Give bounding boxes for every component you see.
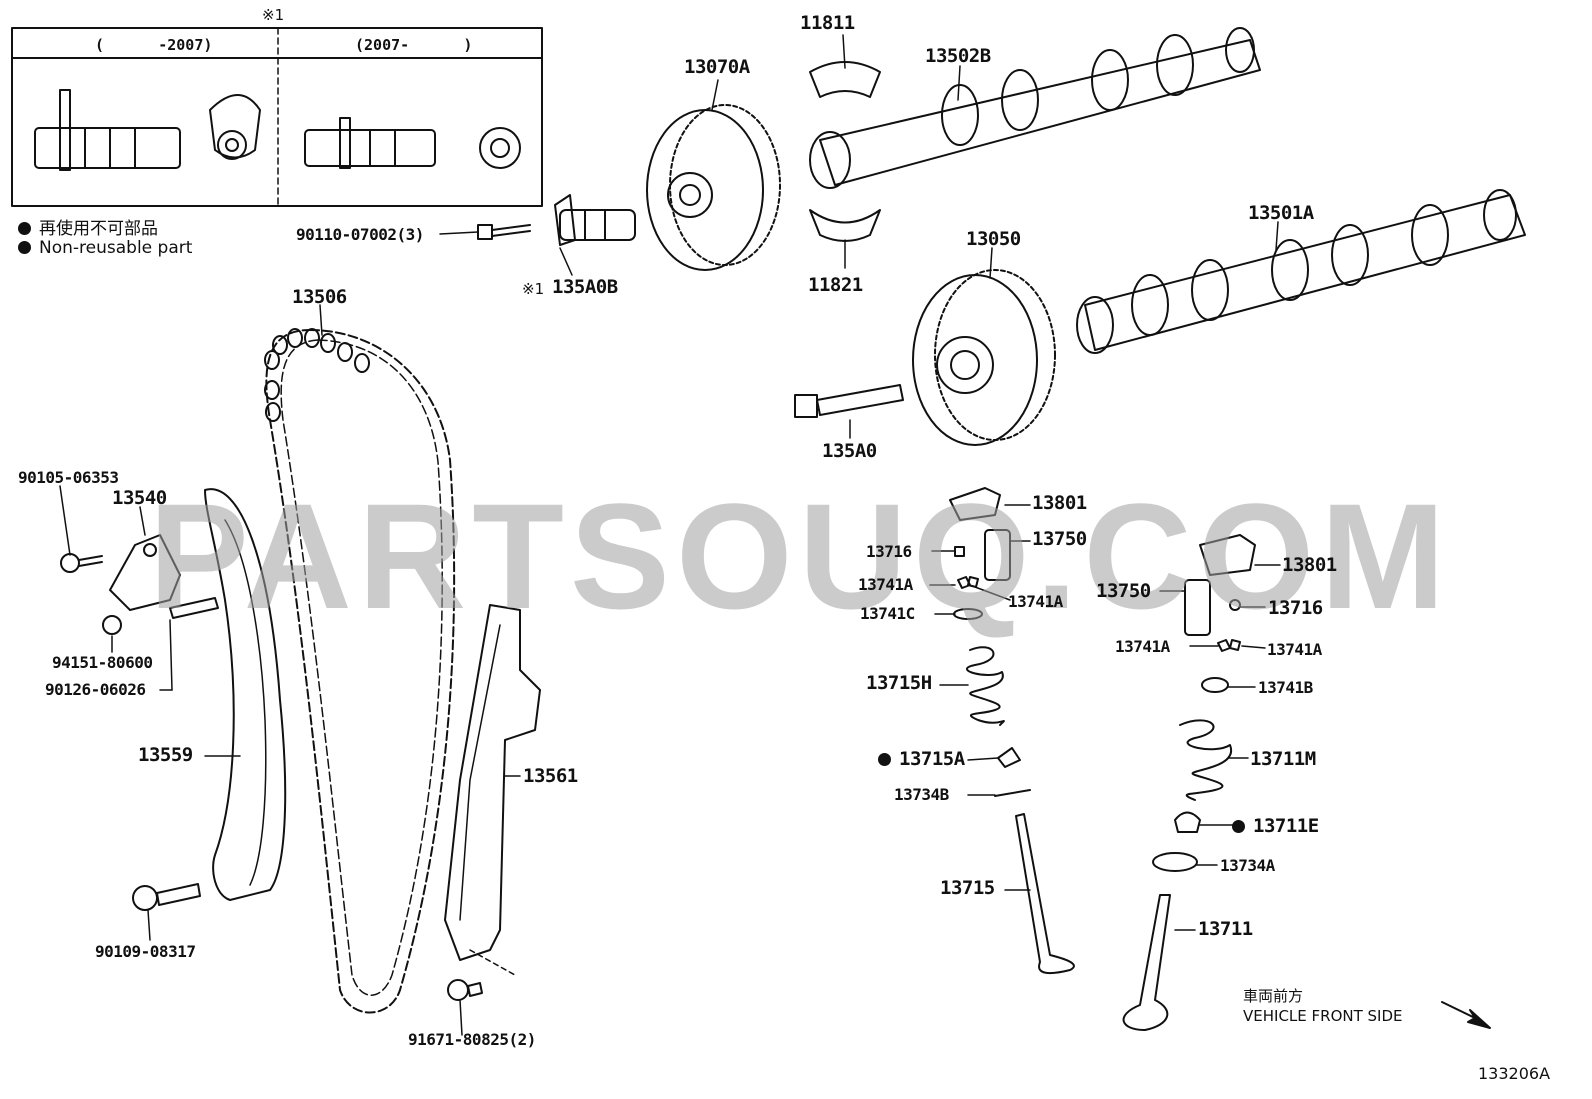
part-label-13711: 13711: [1198, 918, 1253, 940]
part-label-13741B: 13741B: [1258, 678, 1313, 697]
inset-box: [11, 27, 543, 207]
part-label-13715A: 13715A: [878, 748, 965, 770]
part-label-13711E: 13711E: [1232, 815, 1319, 837]
part-label-13734B: 13734B: [894, 785, 949, 804]
front-direction-arrow-icon: [1441, 1001, 1491, 1029]
part-label-90126: 90126-06026: [45, 680, 146, 699]
chain-links-icon: [264, 328, 370, 422]
lash-adjuster-13750-left-icon: [984, 529, 1011, 581]
non-reusable-dot-icon: [18, 222, 31, 235]
retainer-13741C-icon: [953, 608, 983, 620]
part-label-13070A: 13070A: [684, 56, 750, 78]
valve-spring-13715H-icon: [966, 646, 1005, 726]
bearing-11821-icon: [809, 209, 881, 242]
legend-english-text: Non-reusable part: [39, 238, 193, 258]
valve-seal-13711E-icon: [1174, 811, 1201, 833]
part-label-13050: 13050: [966, 228, 1021, 250]
leader-lines: [59, 34, 1281, 1036]
part-label-13559: 13559: [138, 744, 193, 766]
bearing-11811-icon: [809, 61, 881, 98]
part-label-13741A-3: 13741A: [1115, 637, 1170, 656]
bolt-91671-icon: [447, 979, 483, 1001]
camshaft-13502B-icon: [809, 27, 1261, 189]
part-label-90110: 90110-07002(3): [296, 225, 424, 244]
valve-13711-icon: [1122, 894, 1171, 1031]
oil-control-valve-135A0B-icon: [554, 194, 636, 246]
nut-94151-icon: [102, 615, 122, 635]
non-reusable-dot-icon: [1232, 820, 1245, 833]
chain-slipper-13559-icon: [204, 488, 287, 901]
non-reusable-dot-icon: [878, 753, 891, 766]
part-label-13716-right: 13716: [1268, 597, 1323, 619]
part-label-13711M: 13711M: [1250, 748, 1316, 770]
part-label-13715A-text: 13715A: [899, 748, 965, 770]
inset-right-header: (2007- ): [355, 36, 473, 54]
part-label-90109: 90109-08317: [95, 942, 196, 961]
figure-id: 133206A: [1478, 1064, 1551, 1083]
timing-gear-13050-icon: [912, 269, 1056, 446]
legend-japanese-text: 再使用不可部品: [39, 219, 158, 239]
retainer-13741B-icon: [1201, 677, 1229, 693]
part-label-91671: 91671-80825(2): [408, 1030, 536, 1049]
part-label-11821: 11821: [808, 274, 863, 296]
legend-english: Non-reusable part: [18, 238, 192, 258]
part-label-13750-right: 13750: [1096, 580, 1151, 602]
non-reusable-dot-icon: [18, 241, 31, 254]
part-label-11811: 11811: [800, 12, 855, 34]
part-label-13711E-text: 13711E: [1253, 815, 1319, 837]
valve-stem-cap-13716-right-icon: [1229, 599, 1241, 611]
bolt-135A0-icon: [794, 384, 904, 418]
part-label-13734A: 13734A: [1220, 856, 1275, 875]
bolt-90105-icon: [60, 553, 103, 573]
rocker-arm-13801-right-icon: [1199, 534, 1256, 576]
lash-adjuster-13750-right-icon: [1184, 579, 1211, 636]
timing-chain-13506-icon: [265, 329, 456, 1014]
part-label-13506: 13506: [292, 286, 347, 308]
timing-gear-13070A-icon: [646, 104, 781, 271]
part-label-135A0B: 135A0B: [552, 276, 618, 298]
valve-spring-13711M-icon: [1179, 719, 1233, 801]
part-label-13540: 13540: [112, 487, 167, 509]
ocv-valve-old-icon: [34, 89, 261, 171]
part-label-135A0: 135A0: [822, 440, 877, 462]
valve-13715-icon: [1015, 813, 1075, 975]
part-label-94151: 94151-80600: [52, 653, 153, 672]
part-label-13741A-1: 13741A: [858, 575, 913, 594]
stud-90126-icon: [169, 597, 219, 619]
bolt-90110-icon: [477, 224, 531, 240]
part-label-13501A: 13501A: [1248, 202, 1314, 224]
part-mark-135A0B: ※1: [522, 280, 545, 298]
direction-japanese: 車両前方: [1243, 987, 1304, 1005]
part-label-13741A-2: 13741A: [1008, 592, 1063, 611]
part-label-13502B: 13502B: [925, 45, 991, 67]
part-label-13801-right: 13801: [1282, 554, 1337, 576]
direction-english: VEHICLE FRONT SIDE: [1243, 1007, 1403, 1025]
ocv-valve-new-icon: [304, 117, 521, 169]
inset-note-mark: ※1: [262, 6, 285, 24]
part-label-13801-left: 13801: [1032, 492, 1087, 514]
part-label-13716-left: 13716: [866, 542, 912, 561]
valve-stem-cap-13716-left-icon: [954, 546, 965, 557]
part-label-13741C: 13741C: [860, 604, 915, 623]
part-label-13715H: 13715H: [866, 672, 932, 694]
chain-guide-13561-icon: [444, 604, 541, 961]
part-label-90105: 90105-06353: [18, 468, 119, 487]
spring-seat-13734A-icon: [1152, 852, 1198, 872]
legend-japanese: 再使用不可部品: [18, 214, 158, 239]
valve-keeper-right-icon: [1217, 639, 1241, 652]
part-label-13750-left: 13750: [1032, 528, 1087, 550]
rocker-arm-13801-left-icon: [949, 487, 1001, 521]
bolt-90109-icon: [132, 883, 201, 911]
camshaft-13501A-icon: [1076, 189, 1526, 354]
part-label-13561: 13561: [523, 765, 578, 787]
inset-left-header: ( -2007): [95, 36, 213, 54]
valve-seal-13715A-icon: [997, 747, 1021, 768]
chain-tensioner-13540-icon: [109, 534, 181, 611]
part-label-13715: 13715: [940, 877, 995, 899]
spring-seat-13734B-icon: [994, 789, 1031, 797]
part-label-13741A-4: 13741A: [1267, 640, 1322, 659]
